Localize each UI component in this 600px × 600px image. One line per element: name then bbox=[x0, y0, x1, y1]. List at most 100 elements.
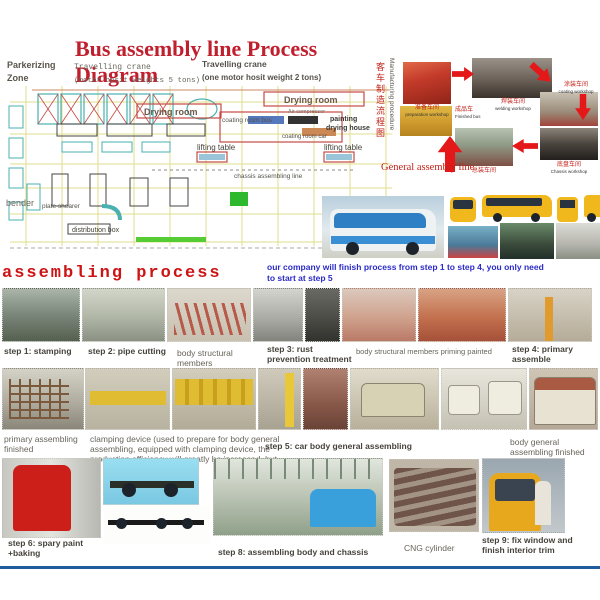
blue-bus-shell-shape bbox=[310, 489, 376, 527]
label-structural-members: body structural members bbox=[177, 348, 233, 369]
photo-bus-shells-white bbox=[441, 368, 527, 430]
label-air-compressor: Air compressor bbox=[288, 109, 325, 115]
caption-preparation-workshop: 准备车间 preparation workshop bbox=[401, 105, 453, 117]
label-coating-room-car: coating room car bbox=[282, 134, 327, 140]
page-title: Bus assembly line Process Diagram bbox=[75, 36, 318, 87]
photo-chassis-blue bbox=[103, 458, 199, 505]
yellow-pillar-shape bbox=[285, 373, 294, 427]
caption-en: welding workshop bbox=[495, 105, 531, 111]
label-step4: step 4: primary assemble bbox=[512, 344, 573, 365]
label-drying-house: drying house bbox=[326, 125, 370, 132]
label-crane-right-2: (one motor hosit weight 2 tons) bbox=[202, 73, 321, 82]
section-note-line2: to start at step 5 bbox=[267, 272, 333, 283]
label-members-primed: body structural members priming painted bbox=[356, 347, 492, 356]
photo-clamping-device-1 bbox=[85, 368, 170, 430]
red-members-shape bbox=[174, 303, 246, 335]
label-step8: step 8: assembling body and chassis bbox=[218, 547, 369, 557]
photo-dipping-tank bbox=[305, 288, 340, 342]
render-yellow-bus-front bbox=[448, 196, 478, 224]
photo-preparation-workshop bbox=[403, 62, 451, 104]
photo-red-workshop bbox=[303, 368, 348, 430]
photo-worker-blue-machine bbox=[448, 226, 498, 258]
caption-cn: 底盘车间 bbox=[556, 162, 581, 168]
caption-chassis-workshop: 底盘车间 Chassis workshop bbox=[540, 162, 598, 174]
yellow-gantry-shape bbox=[175, 379, 253, 405]
label-body-general-finished: body general assembling finished bbox=[510, 437, 585, 458]
photo-general-assembly-workshop bbox=[455, 128, 513, 166]
chassis-drawing-wheel-1 bbox=[116, 518, 127, 529]
render-yellow-bus-rear bbox=[556, 196, 580, 224]
label-drying-room-right: Drying room bbox=[284, 95, 338, 105]
yellow-bus-wheel-rear bbox=[493, 213, 502, 222]
bus-shell-shape bbox=[361, 383, 425, 417]
bus-window-band-shape bbox=[334, 213, 426, 228]
section-note: our company will finish process from ste… bbox=[267, 262, 567, 283]
bus-wheel-front bbox=[406, 242, 419, 255]
photo-primary-assembling-finished bbox=[2, 368, 84, 430]
worker-shape bbox=[535, 481, 551, 525]
flow-arrow-right-icon bbox=[452, 66, 474, 82]
caption-coating-workshop: 涂装车间 coating workshop bbox=[552, 82, 600, 94]
label-distribution-box: distribution box bbox=[72, 227, 120, 234]
caption-en: preparation workshop bbox=[405, 111, 449, 117]
general-assembly-line-label: General assembly line bbox=[381, 162, 475, 173]
label-step6: step 6: spary paint +baking bbox=[8, 538, 84, 559]
label-step1: step 1: stamping bbox=[4, 346, 72, 356]
orange-pillar-shape bbox=[545, 297, 553, 341]
photo-bus-shell-pale bbox=[350, 368, 439, 430]
caption-cn: 准备车间 bbox=[414, 105, 439, 111]
label-parkerizing-2: Zone bbox=[7, 73, 29, 83]
photo-finished-buses bbox=[400, 106, 452, 136]
photo-step1-stamping bbox=[2, 288, 80, 342]
label-drying-room-left: Drying room bbox=[144, 107, 198, 117]
photo-step2-pipe-cutting bbox=[82, 288, 165, 342]
photo-clamping-device-2 bbox=[172, 368, 256, 430]
caption-cn: 焊装车间 bbox=[500, 99, 525, 105]
label-coating-room-bus: coating room bus bbox=[222, 117, 273, 124]
caption-en: Finished bus bbox=[455, 113, 481, 119]
caption-cn: 成品车 bbox=[455, 107, 474, 113]
render-yellow-bus-side-partial bbox=[583, 193, 600, 223]
photo-chassis-workshop bbox=[540, 128, 598, 160]
photo-structural-members bbox=[167, 288, 251, 342]
yellow-bus-partial-shape bbox=[584, 195, 600, 217]
caption-en: Chassis workshop bbox=[550, 168, 588, 174]
bus-frame-shape bbox=[9, 379, 69, 419]
yellow-machine-shape bbox=[90, 391, 166, 405]
label-step3: step 3: rust prevention treatment bbox=[267, 344, 352, 365]
collage-vertical-label-en: Manufacturing procedure bbox=[388, 58, 395, 131]
yellow-bus-partial-wheel bbox=[587, 213, 596, 222]
photo-priming-machine bbox=[418, 288, 506, 342]
photo-cng-cylinders bbox=[389, 459, 479, 532]
photo-blue-minibus bbox=[322, 196, 444, 258]
yellow-bus-wheel-front bbox=[531, 213, 540, 222]
chassis-wheel-2 bbox=[164, 483, 178, 497]
yellow-bus-rear-window-shape bbox=[560, 200, 575, 208]
caption-general-assembly-workshop: 总装车间 bbox=[458, 168, 510, 175]
label-painting: painting bbox=[330, 116, 357, 123]
label-lifting-table-right: lifting table bbox=[324, 143, 363, 152]
label-step2: step 2: pipe cutting bbox=[88, 346, 166, 356]
drawing-chassis-black bbox=[104, 506, 210, 544]
label-bender: bender bbox=[6, 198, 34, 208]
cylinders-shape bbox=[394, 468, 476, 526]
chassis-wheel-1 bbox=[122, 483, 136, 497]
photo-step3-rust-prevention bbox=[253, 288, 303, 342]
photo-step9-fix-window bbox=[482, 458, 565, 533]
yellow-bus-windows-shape bbox=[486, 198, 542, 206]
bus-stripe-shape bbox=[331, 236, 435, 244]
flow-arrow-left-icon bbox=[512, 138, 538, 154]
render-yellow-bus-side bbox=[481, 193, 553, 223]
chassis-frame-shape bbox=[110, 481, 194, 488]
chassis-drawing-wheel-2 bbox=[156, 518, 167, 529]
caption-en: coating workshop bbox=[558, 88, 594, 94]
section-heading: assembling process bbox=[2, 264, 222, 283]
caption-welding-workshop: 焊装车间 welding workshop bbox=[474, 99, 552, 111]
label-crane-left-1: Travelling crane bbox=[74, 63, 151, 72]
label-parkerizing-1: Parkerizing bbox=[7, 60, 56, 70]
chassis-drawing-wheel-3 bbox=[182, 518, 193, 529]
shell-left-shape bbox=[448, 385, 480, 415]
photo-body-assembling-finished bbox=[529, 368, 598, 430]
photo-members-primed bbox=[342, 288, 416, 342]
